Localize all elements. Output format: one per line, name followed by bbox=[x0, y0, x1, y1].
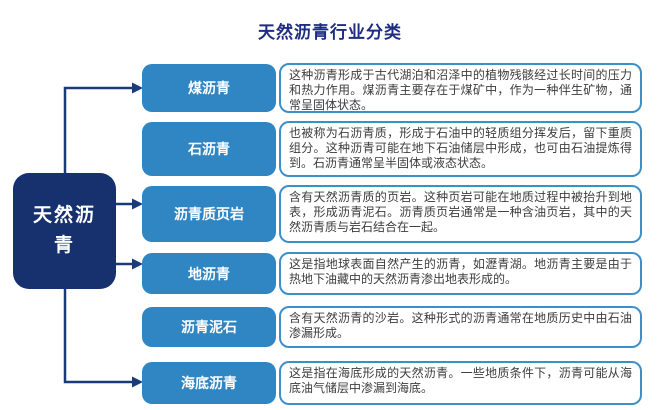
category-name: 煤沥青 bbox=[188, 80, 230, 96]
category-description: 也被称为石沥青质，形成于石油中的轻质组分挥发后，留下重质组分。这种沥青可能在地下… bbox=[279, 121, 642, 177]
category-name: 地沥青 bbox=[188, 265, 230, 282]
category-row-asphalt-mudstone: 沥青泥石 含有天然沥青的沙岩。这种形式的沥青通常在地质历史中由石油渗漏形成。 bbox=[142, 306, 642, 348]
category-name: 石沥青 bbox=[188, 141, 230, 157]
root-node-label: 天然沥青 bbox=[32, 205, 96, 256]
category-row-rock-asphalt: 石沥青 也被称为石沥青质，形成于石油中的轻质组分挥发后，留下重质组分。这种沥青可… bbox=[142, 121, 642, 177]
category-description: 这是指地球表面自然产生的沥青，如瀝青湖。地沥青主要是由于热地下油藏中的天然沥青渗… bbox=[279, 252, 642, 295]
category-label: 地沥青 bbox=[142, 253, 276, 294]
category-description: 这种沥青形成于古代湖泊和沼泽中的植物残骸经过长时间的压力和热力作用。煤沥青主要存… bbox=[279, 63, 642, 113]
category-label: 海底沥青 bbox=[142, 362, 276, 404]
category-row-coal-asphalt: 煤沥青 这种沥青形成于古代湖泊和沼泽中的植物残骸经过长时间的压力和热力作用。煤沥… bbox=[142, 63, 642, 113]
category-description: 含有天然沥青的沙岩。这种形式的沥青通常在地质历史中由石油渗漏形成。 bbox=[279, 306, 642, 348]
category-row-seabed-asphalt: 海底沥青 这是指在海底形成的天然沥青。一些地质条件下，沥青可能从海底油气储层中渗… bbox=[142, 361, 642, 405]
category-description: 这是指在海底形成的天然沥青。一些地质条件下，沥青可能从海底油气储层中渗漏到海底。 bbox=[279, 361, 642, 405]
page-title: 天然沥青行业分类 bbox=[258, 23, 402, 42]
category-label: 沥青泥石 bbox=[142, 307, 276, 347]
root-node-natural-asphalt: 天然沥青 bbox=[13, 173, 116, 289]
category-name: 海底沥青 bbox=[181, 375, 237, 391]
category-label: 煤沥青 bbox=[142, 64, 276, 112]
category-row-asphaltic-shale: 沥青质页岩 含有天然沥青质的页岩。这种页岩可能在地质过程中被抬升到地表，形成沥青… bbox=[142, 185, 642, 243]
category-label: 沥青质页岩 bbox=[142, 186, 276, 242]
category-name: 沥青质页岩 bbox=[174, 206, 244, 222]
category-label: 石沥青 bbox=[142, 122, 276, 176]
category-row-ground-asphalt: 地沥青 这是指地球表面自然产生的沥青，如瀝青湖。地沥青主要是由于热地下油藏中的天… bbox=[142, 252, 642, 295]
category-name: 沥青泥石 bbox=[181, 319, 237, 335]
category-description: 含有天然沥青质的页岩。这种页岩可能在地质过程中被抬升到地表，形成沥青泥石。沥青质… bbox=[279, 185, 642, 243]
